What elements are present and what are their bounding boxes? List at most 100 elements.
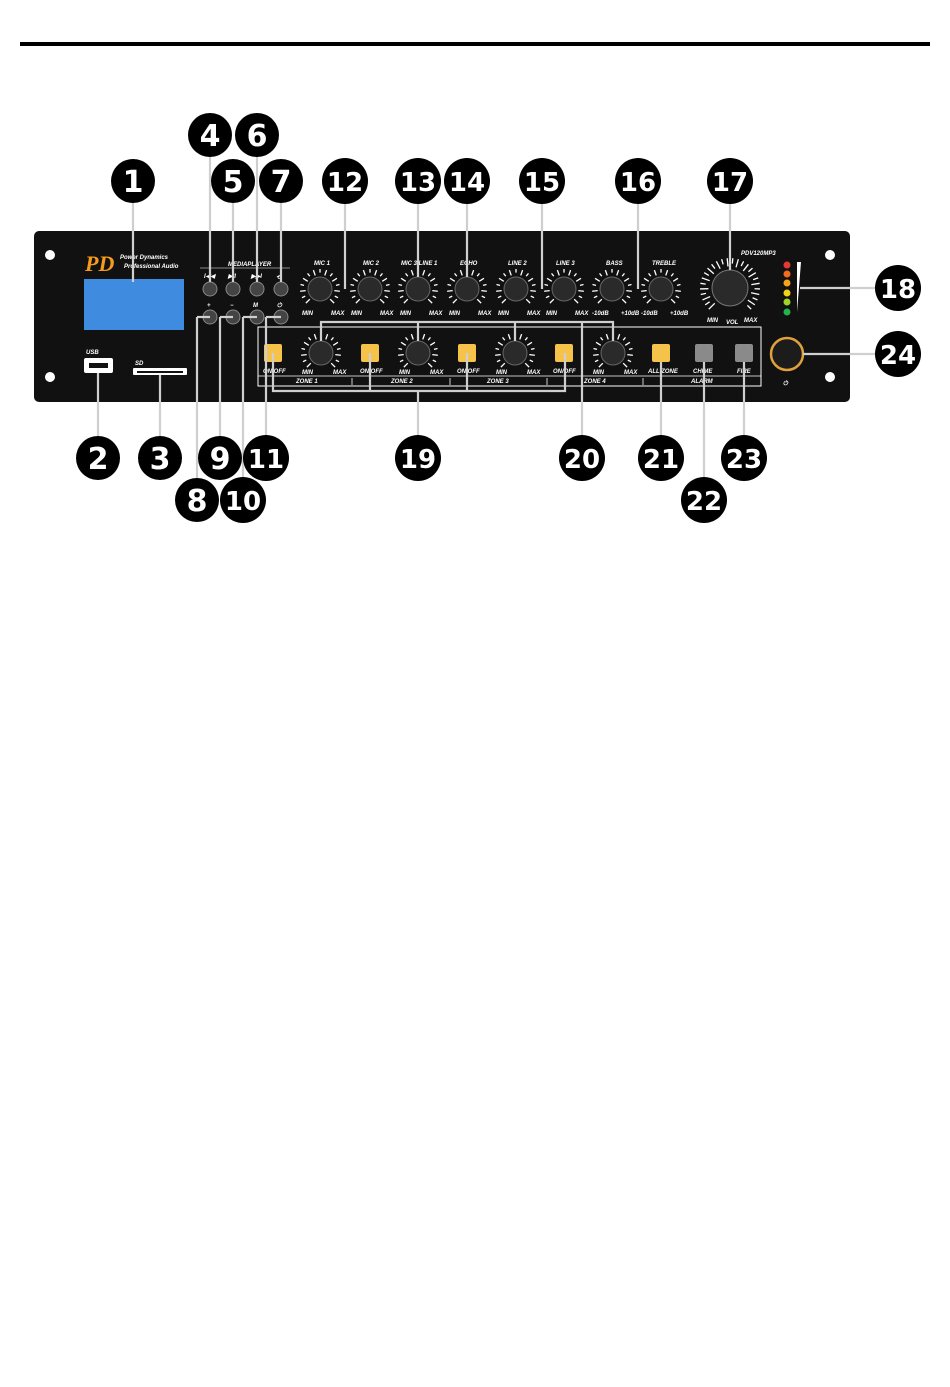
zone1-knob-cap bbox=[308, 340, 334, 366]
knob-mic3-line1-max: MAX bbox=[429, 311, 443, 317]
knob-tick bbox=[715, 260, 721, 270]
knob-tick bbox=[627, 353, 633, 356]
mount-hole bbox=[45, 372, 55, 382]
master-volume-knob[interactable]: MIN VOL MAX bbox=[699, 258, 761, 326]
knob-line3-max: MAX bbox=[575, 311, 589, 317]
knob-tick bbox=[641, 283, 646, 286]
callout-6: 6 bbox=[235, 113, 279, 157]
knob-tick bbox=[422, 269, 426, 276]
zone2-volume-knob[interactable] bbox=[398, 333, 438, 368]
callout-8: 8 bbox=[175, 478, 219, 522]
power-button[interactable] bbox=[769, 336, 805, 372]
knob-line3[interactable]: LINE 3 MIN MAX bbox=[544, 261, 589, 317]
knob-tick bbox=[529, 353, 535, 356]
knob-tick bbox=[302, 277, 309, 282]
next-button[interactable] bbox=[249, 281, 265, 297]
knob-tick bbox=[508, 269, 512, 276]
knob-tick bbox=[381, 277, 388, 282]
knob-tick bbox=[379, 272, 383, 277]
repeat-button[interactable] bbox=[273, 281, 289, 297]
knob-tick bbox=[524, 362, 530, 368]
knob-tick bbox=[497, 341, 504, 346]
callout-17: 17 bbox=[707, 158, 753, 204]
zone3-knob-cap bbox=[502, 340, 528, 366]
zone2-knob-cap bbox=[405, 340, 431, 366]
knob-tick bbox=[496, 289, 502, 292]
knob-tick bbox=[482, 283, 487, 286]
mount-hole bbox=[825, 250, 835, 260]
knob-tick bbox=[675, 295, 680, 299]
knob-tick bbox=[546, 277, 553, 282]
knob-tick bbox=[605, 333, 609, 340]
knob-echo[interactable]: ECHO MIN MAX bbox=[447, 261, 492, 317]
callout-18: 18 bbox=[875, 265, 921, 311]
callouts: 1 4 5 6 7 12 13 14 15 16 17 18 24 2 3 9 … bbox=[76, 113, 921, 523]
knob-tick bbox=[624, 341, 631, 346]
knob-tick bbox=[568, 269, 572, 276]
knob-tick bbox=[495, 347, 500, 350]
callout-2-number: 2 bbox=[88, 442, 109, 477]
callout-6-number: 6 bbox=[247, 119, 268, 154]
knob-tick bbox=[621, 272, 625, 277]
knob-tick bbox=[302, 359, 307, 363]
vu-led bbox=[783, 308, 791, 316]
knob-tick bbox=[544, 283, 549, 286]
knob-line2[interactable]: LINE 2 MIN MAX bbox=[496, 261, 541, 317]
knob-treble[interactable]: TREBLE -10dB +10dB bbox=[641, 261, 689, 317]
all-zone-label: ALL ZONE bbox=[647, 369, 679, 375]
knob-tick bbox=[350, 289, 356, 292]
callout-16-number: 16 bbox=[620, 168, 656, 198]
knob-tick bbox=[335, 359, 340, 363]
knob-tick bbox=[427, 362, 433, 368]
knob-tick bbox=[379, 298, 385, 304]
callout-12-number: 12 bbox=[327, 168, 363, 198]
media-power-symbol: ⏻ bbox=[277, 302, 283, 309]
mount-hole bbox=[825, 372, 835, 382]
knob-tick bbox=[578, 295, 583, 299]
knob-tick bbox=[573, 272, 577, 277]
knob-mic3-line1[interactable]: MIC 3/LINE 1 MIN MAX bbox=[398, 261, 443, 317]
knob-tick bbox=[452, 298, 458, 304]
knob-tick bbox=[336, 347, 341, 350]
knob-tick bbox=[432, 353, 438, 356]
all-zone-button[interactable] bbox=[652, 344, 670, 362]
zone3-onoff-label: ON/OFF bbox=[457, 369, 480, 375]
callout-13: 13 bbox=[395, 158, 441, 204]
knob-tick bbox=[384, 289, 390, 292]
knob-tick bbox=[385, 283, 390, 286]
knob-tick bbox=[400, 341, 407, 346]
callout-17-number: 17 bbox=[712, 168, 748, 198]
volume-label: VOL bbox=[726, 320, 739, 326]
knob-mic2[interactable]: MIC 2 MIN MAX bbox=[350, 261, 394, 317]
front-panel bbox=[34, 231, 850, 402]
knob-tick bbox=[405, 272, 409, 277]
knob-tick bbox=[300, 289, 306, 292]
callout-19-number: 19 bbox=[400, 445, 436, 475]
play-pause-symbol: ▶II bbox=[227, 273, 236, 280]
callout-7: 7 bbox=[259, 159, 303, 203]
knob-tick bbox=[594, 359, 599, 363]
leader-20 bbox=[319, 320, 615, 341]
knob-tick bbox=[623, 277, 630, 282]
knob-tick bbox=[752, 297, 758, 301]
knob-tick bbox=[545, 295, 550, 299]
callout-14-number: 14 bbox=[449, 168, 485, 198]
zone1-onoff-label: ON/OFF bbox=[263, 369, 286, 375]
knob-tick bbox=[599, 272, 603, 277]
knob-tick bbox=[594, 277, 601, 282]
knob-treble-min: -10dB bbox=[641, 311, 658, 317]
play-pause-button[interactable] bbox=[225, 281, 241, 297]
knob-tick bbox=[525, 298, 531, 304]
fire-button[interactable] bbox=[735, 344, 753, 362]
knob-bass[interactable]: BASS -10dB +10dB bbox=[592, 261, 640, 317]
knob-mic1[interactable]: MIC 1 MIN MAX bbox=[300, 261, 345, 317]
knob-tick bbox=[303, 341, 310, 346]
knob-tick bbox=[592, 283, 597, 286]
prev-button[interactable] bbox=[202, 281, 218, 297]
knob-tick bbox=[529, 359, 534, 363]
knob-tick bbox=[496, 283, 501, 286]
callout-7-number: 7 bbox=[271, 165, 292, 200]
chime-button[interactable] bbox=[695, 344, 713, 362]
zone1-volume-knob[interactable] bbox=[301, 333, 341, 368]
mediaplayer-label: MEDIAPLAYER bbox=[228, 262, 272, 268]
